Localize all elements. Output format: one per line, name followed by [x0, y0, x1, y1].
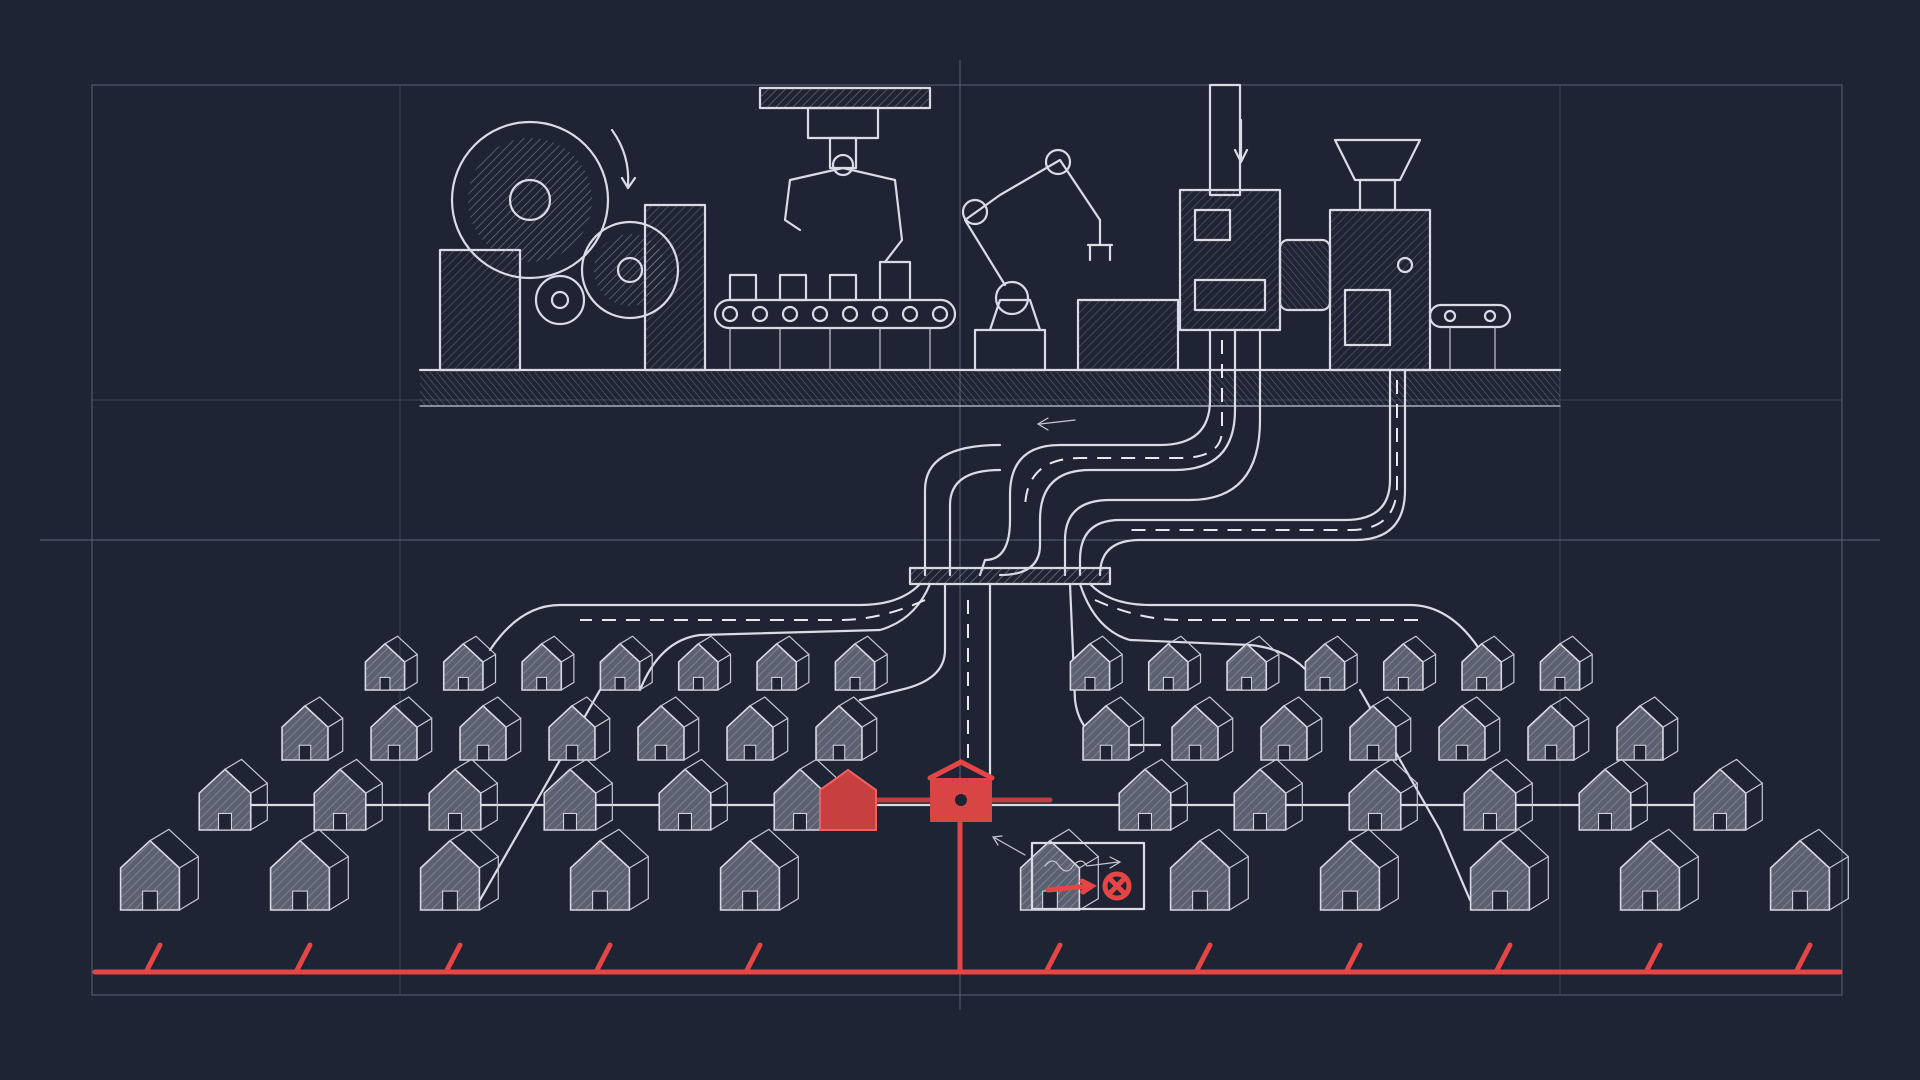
house [1149, 636, 1201, 690]
house [638, 697, 699, 760]
red-stub [1646, 945, 1660, 972]
red-stub [296, 945, 310, 972]
house [314, 759, 382, 830]
red-stub [1346, 945, 1360, 972]
conveyor-roller [783, 307, 797, 321]
red-house [820, 770, 876, 830]
house [444, 636, 496, 690]
house [1349, 759, 1417, 830]
house [571, 829, 649, 910]
house [1305, 636, 1357, 690]
house [365, 636, 417, 690]
house [1234, 759, 1302, 830]
conveyor-roller [873, 307, 887, 321]
house [421, 829, 499, 910]
house [371, 697, 432, 760]
red-stub [1046, 945, 1060, 972]
conveyor-roller [843, 307, 857, 321]
house [1384, 636, 1436, 690]
house [727, 697, 788, 760]
red-stub [1796, 945, 1810, 972]
house [1621, 829, 1699, 910]
house [271, 829, 349, 910]
house [816, 697, 877, 760]
conveyor-roller [723, 307, 737, 321]
house [522, 636, 574, 690]
house [1083, 697, 1144, 760]
house [659, 759, 727, 830]
conveyor-2 [1430, 305, 1510, 370]
conveyor-roller [903, 307, 917, 321]
house [1321, 829, 1399, 910]
red-stub [146, 945, 160, 972]
house [1171, 829, 1249, 910]
house [1439, 697, 1500, 760]
house [1471, 829, 1549, 910]
house [1771, 829, 1849, 910]
house [1540, 636, 1592, 690]
conveyor-roller [933, 307, 947, 321]
house [1350, 697, 1411, 760]
house [460, 697, 521, 760]
red-stub [1196, 945, 1210, 972]
conveyor-roller [753, 307, 767, 321]
flow-dashes [1095, 600, 1420, 620]
house [1694, 759, 1762, 830]
house [429, 759, 497, 830]
conveyor-roller [813, 307, 827, 321]
flow-dashes [580, 600, 925, 620]
house [1462, 636, 1514, 690]
house [1119, 759, 1187, 830]
house [1261, 697, 1322, 760]
house [1070, 636, 1122, 690]
house [721, 829, 799, 910]
gear-assembly [440, 122, 705, 370]
house [679, 636, 731, 690]
red-junction [930, 762, 992, 822]
manifold [910, 568, 1110, 584]
house [1617, 697, 1678, 760]
house [1528, 697, 1589, 760]
house [549, 697, 610, 760]
house [1579, 759, 1647, 830]
house [121, 829, 199, 910]
red-stub [446, 945, 460, 972]
claw-crane [760, 88, 930, 262]
conveyor-1 [715, 262, 955, 370]
red-stub [596, 945, 610, 972]
house [1464, 759, 1532, 830]
house [835, 636, 887, 690]
processing-unit [1078, 85, 1330, 370]
red-stub [1496, 945, 1510, 972]
house [282, 697, 343, 760]
house [1172, 697, 1233, 760]
house [757, 636, 809, 690]
hopper-machine [1330, 140, 1430, 370]
house [199, 759, 267, 830]
red-stub [746, 945, 760, 972]
